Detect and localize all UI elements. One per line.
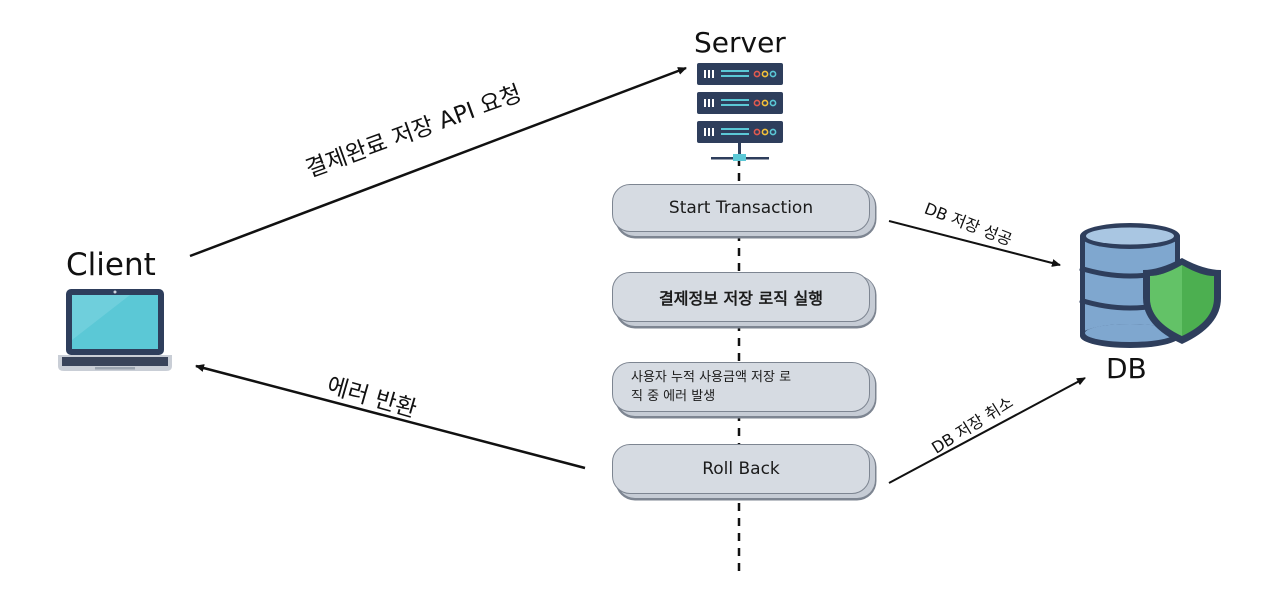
step-save-payment: 결제정보 저장 로직 실행 [612,272,870,322]
server-unit [697,63,783,85]
database-shield-icon [1079,223,1221,348]
arrow-client-to-server [189,66,687,258]
step-save-label: 결제정보 저장 로직 실행 [659,289,823,308]
step-rollback-label: Roll Back [702,459,780,479]
client-label: Client [66,247,156,283]
step-error-line: 사용자 누적 사용금액 저장 로 [631,370,792,385]
step-error-line: 직 중 에러 발생 [631,389,716,404]
arrow-start-to-db [888,220,1061,267]
server-label: Server [694,26,786,59]
server-rack-icon [697,63,783,161]
step-start-label: Start Transaction [668,198,814,218]
arrow-rollback-to-client [195,364,586,470]
step-rollback: Roll Back [612,444,870,494]
step-start-transaction: Start Transaction [612,184,870,232]
db-label: DB [1106,352,1147,385]
server-unit [697,92,783,114]
laptop-icon [58,289,172,371]
server-unit [697,121,783,143]
arrow-rollback-to-db [888,377,1086,484]
step-error-occurred: 사용자 누적 사용금액 저장 로 직 중 에러 발생 [612,362,870,412]
step-error-text: 사용자 누적 사용금액 저장 로 직 중 에러 발생 [631,368,791,406]
